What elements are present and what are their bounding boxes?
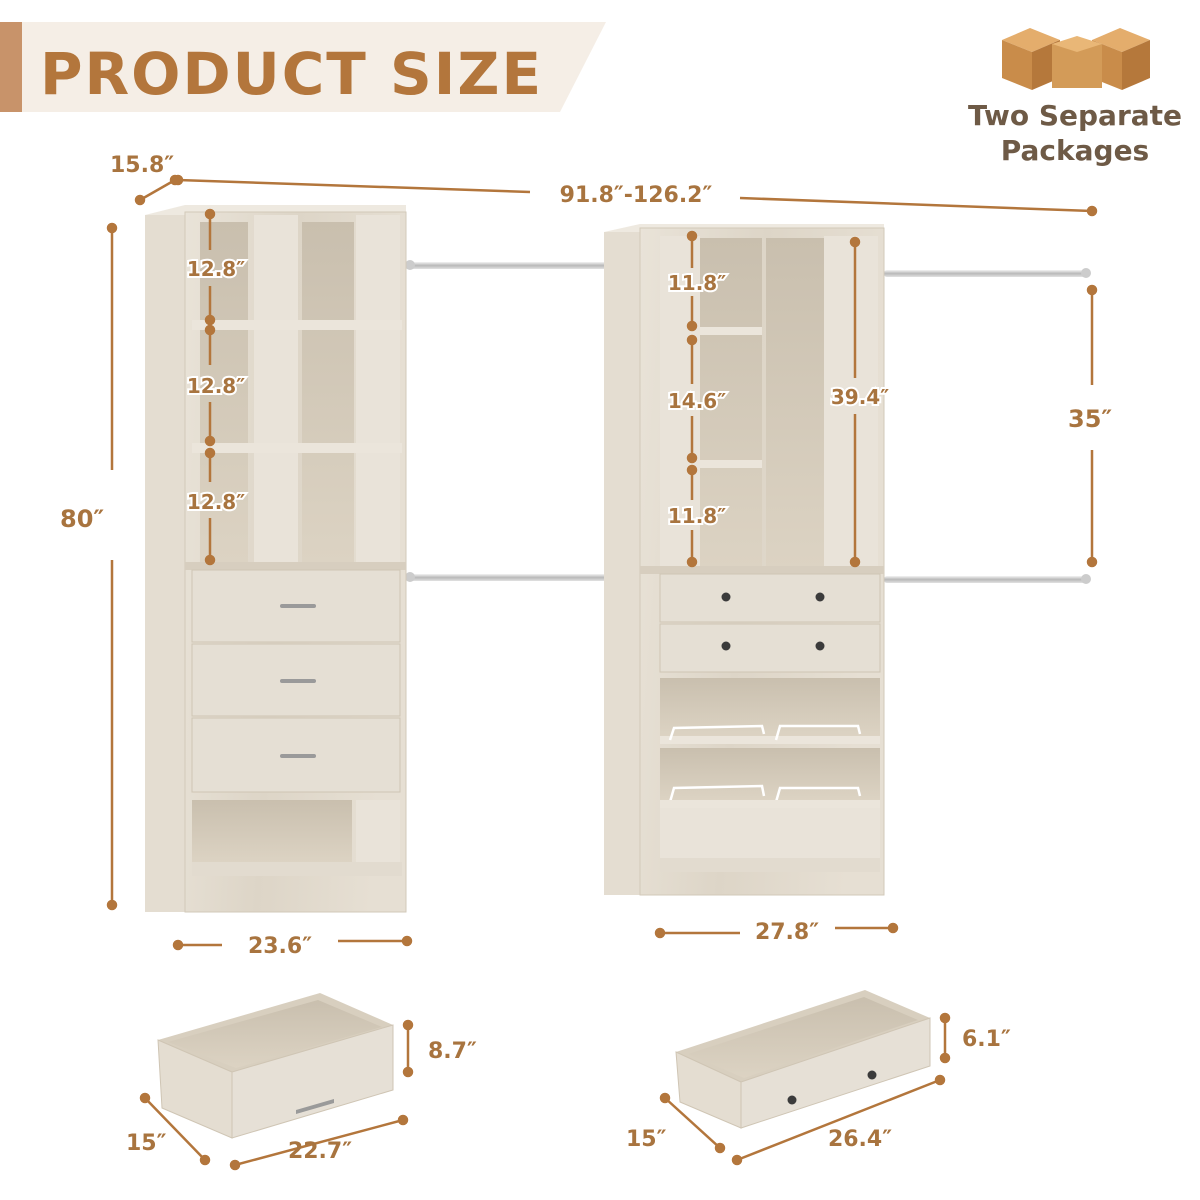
- shelf-dimension-lines: [204, 208, 861, 568]
- right-drawer: [675, 990, 931, 1129]
- right-shelf-3-label: 11.8″: [668, 504, 726, 528]
- left-drawer-dimension-lines: [139, 1019, 414, 1171]
- right-shelf-2-label: 14.6″: [668, 389, 726, 413]
- left-drawer: [157, 993, 394, 1139]
- hanging-height-label: 39.4″: [831, 385, 889, 409]
- height-label: 80″: [60, 505, 104, 533]
- right-tower: [604, 224, 885, 896]
- right-drawer-height-label: 6.1″: [962, 1027, 1011, 1052]
- right-width-label: 27.8″: [755, 920, 819, 945]
- left-drawer-depth-label: 15″: [126, 1131, 167, 1156]
- overall-dimension-lines: [106, 174, 1098, 951]
- title-banner: PRODUCT SIZE: [0, 22, 606, 112]
- left-tower: [145, 205, 407, 913]
- package-line-2: Packages: [1001, 134, 1149, 167]
- right-shelf-1-label: 11.8″: [668, 271, 726, 295]
- package-info: Two Separate Packages: [968, 28, 1182, 167]
- left-shelf-1-label: 12.8″: [187, 257, 245, 281]
- page-title: PRODUCT SIZE: [40, 40, 543, 108]
- right-drawer-width-label: 26.4″: [828, 1127, 892, 1152]
- total-width-label: 91.8″-126.2″: [560, 183, 713, 208]
- left-shelf-2-label: 12.8″: [187, 374, 245, 398]
- depth-label: 15.8″: [110, 153, 174, 178]
- left-width-label: 23.6″: [248, 934, 312, 959]
- left-drawer-height-label: 8.7″: [428, 1039, 477, 1064]
- rod-spacing-label: 35″: [1068, 405, 1112, 433]
- left-shelf-3-label: 12.8″: [187, 490, 245, 514]
- package-line-1: Two Separate: [968, 99, 1182, 132]
- right-drawer-dimension-lines: [659, 1012, 951, 1166]
- boxes-icon: [1002, 28, 1150, 90]
- left-drawer-width-label: 22.7″: [288, 1139, 352, 1164]
- right-drawer-depth-label: 15″: [626, 1127, 667, 1152]
